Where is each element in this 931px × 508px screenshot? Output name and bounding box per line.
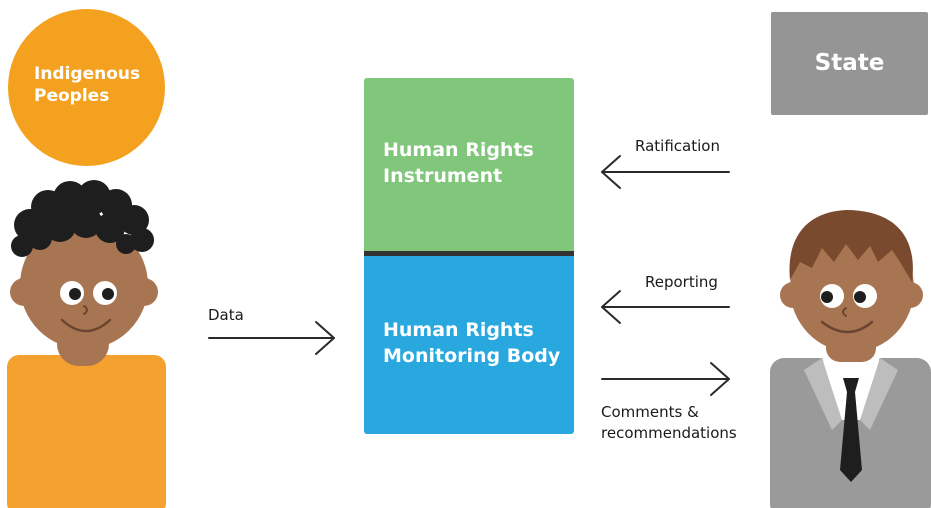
reporting-arrow-left-icon bbox=[601, 290, 730, 324]
reporting-arrow-label: Reporting bbox=[645, 273, 718, 291]
indigenous-peoples-circle: Indigenous Peoples bbox=[8, 9, 165, 166]
state-official-figure-icon bbox=[770, 210, 931, 508]
data-arrow-label: Data bbox=[208, 306, 244, 324]
data-arrow-right-icon bbox=[208, 321, 335, 355]
monitoring-body-label: Human Rights Monitoring Body bbox=[383, 319, 561, 367]
state-box: State bbox=[771, 12, 928, 115]
comments-arrow-right-icon bbox=[601, 362, 730, 396]
instrument-label: Human Rights Instrument bbox=[383, 139, 534, 187]
box-divider bbox=[364, 251, 574, 256]
indigenous-person-figure-icon bbox=[7, 180, 166, 508]
ratification-arrow-label: Ratification bbox=[635, 137, 720, 155]
indigenous-peoples-label: Indigenous Peoples bbox=[34, 64, 141, 106]
human-rights-instrument-box: Human Rights Instrument bbox=[364, 78, 574, 251]
comments-arrow-label: Comments & recommendations bbox=[601, 403, 737, 442]
ratification-arrow-left-icon bbox=[601, 155, 730, 189]
state-label: State bbox=[814, 50, 885, 76]
human-rights-monitoring-body-box: Human Rights Monitoring Body bbox=[364, 256, 574, 434]
